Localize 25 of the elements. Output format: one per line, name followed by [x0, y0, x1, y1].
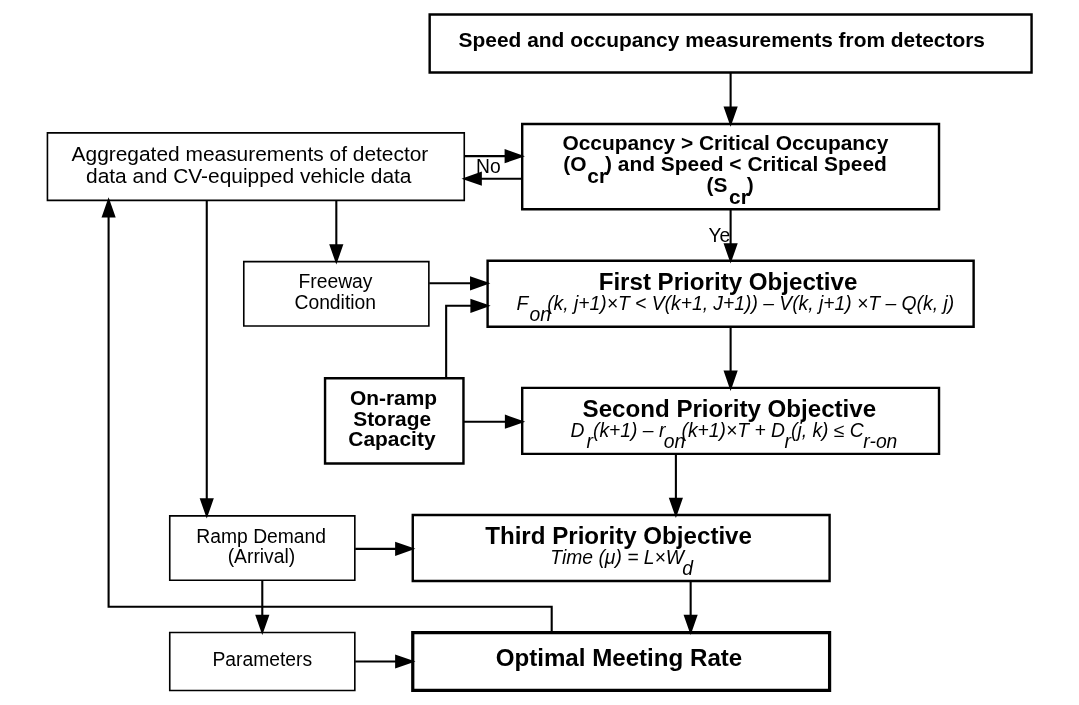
arrow	[101, 197, 553, 633]
node-box: Aggregated measurements of detector data and CV-equipped vehicle data	[46, 132, 466, 202]
node-box: Parameters	[168, 631, 356, 692]
edge-label: No	[476, 156, 501, 178]
arrow	[723, 72, 738, 127]
arrow	[329, 200, 344, 265]
arrow	[355, 654, 416, 669]
node-box: On-ramp Storage Capacity	[323, 377, 465, 465]
arrow	[463, 414, 526, 429]
node-box: Optimal Meeting Rate	[411, 630, 832, 693]
arrow	[429, 276, 491, 291]
arrow	[668, 454, 683, 518]
node-box: Ramp Demand (Arrival)	[168, 515, 356, 582]
node-box: Speed and occupancy measurements from detectors	[428, 13, 1033, 74]
edge-label: Ye	[708, 225, 731, 247]
arrow	[723, 209, 738, 264]
arrow	[355, 541, 416, 556]
arrow	[199, 200, 214, 519]
arrow	[255, 580, 270, 636]
arrow	[461, 171, 522, 186]
arrow	[723, 327, 738, 391]
node-box: Freeway Condition	[242, 260, 430, 327]
arrow	[445, 298, 491, 379]
arrow	[464, 149, 525, 164]
arrow	[683, 581, 698, 635]
